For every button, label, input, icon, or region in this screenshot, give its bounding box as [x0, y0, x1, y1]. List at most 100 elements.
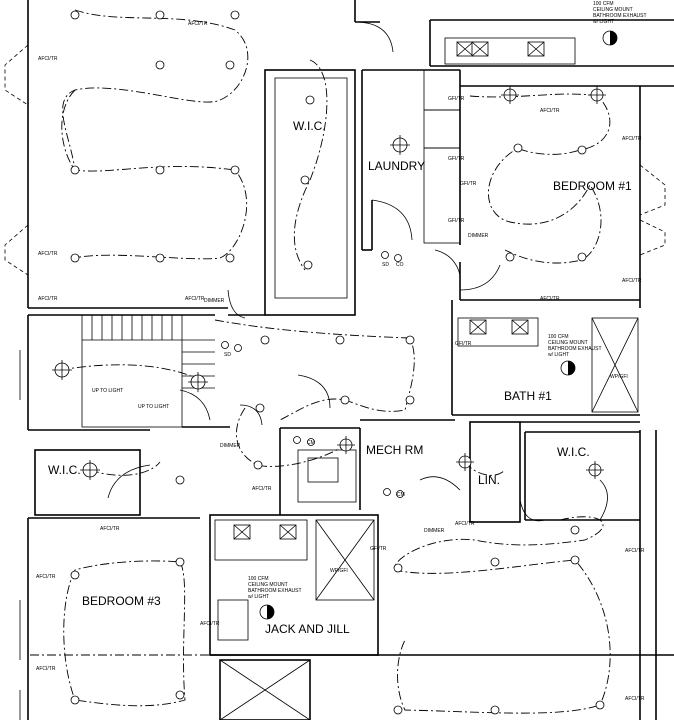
recessed-light	[230, 165, 240, 175]
annotations: AFCI/TR AFCI/TR AFCI/TR AFCI/TR AFCI/TR …	[36, 1, 647, 702]
ceiling-fixture	[188, 372, 208, 392]
recessed-light	[253, 460, 263, 470]
room-label-lin: LIN.	[478, 473, 500, 487]
room-label-laundry: LAUNDRY	[368, 159, 425, 173]
recessed-light	[513, 143, 523, 153]
dimmer-label: DIMMER	[424, 528, 445, 534]
afci-label: AFCI/TR	[36, 666, 56, 672]
room-label-bath1: BATH #1	[504, 389, 552, 403]
ceiling-fixture	[337, 436, 355, 454]
fan-note: CEILING MOUNT	[248, 582, 288, 588]
afci-label: AFCI/TR	[38, 296, 58, 302]
recessed-light	[577, 145, 587, 155]
gfi-label: GFI/TR	[448, 96, 465, 102]
recessed-light	[405, 335, 415, 345]
afci-label: AFCI/TR	[38, 56, 58, 62]
afci-label: AFCI/TR	[540, 108, 560, 114]
recessed-light	[175, 557, 185, 567]
room-label-wic-left: W.I.C.	[48, 463, 81, 477]
fan-note: 100 CFM	[548, 334, 569, 340]
light-fixtures	[52, 86, 606, 480]
recessed-light	[155, 253, 165, 263]
dimmer-label: DIMMER	[220, 443, 241, 449]
room-label-jack-and-jill: JACK AND JILL	[265, 622, 350, 636]
afci-label: AFCI/TR	[625, 548, 645, 554]
afci-label: AFCI/TR	[200, 621, 220, 627]
dimmer-label: DIMMER	[204, 298, 225, 304]
dimmer-label: DIMMER	[468, 233, 489, 239]
room-label-bedroom3: BEDROOM #3	[82, 594, 161, 608]
afci-label: AFCI/TR	[185, 296, 205, 302]
afci-label: AFCI/TR	[38, 251, 58, 257]
exhaust-fan	[560, 360, 576, 376]
recessed-light	[70, 253, 80, 263]
recessed-light	[70, 165, 80, 175]
afci-label: AFCI/TR	[100, 526, 120, 532]
up-to-light-label: UP TO LIGHT	[92, 388, 123, 394]
recessed-light	[225, 253, 235, 263]
recessed-light	[300, 175, 310, 185]
recessed-light	[175, 690, 185, 700]
vanity-light	[511, 319, 529, 335]
exhaust-fan	[259, 604, 275, 620]
ceiling-fixture	[588, 86, 606, 104]
recessed-light	[490, 705, 500, 715]
exhaust-fan	[602, 30, 618, 46]
vanity-light	[527, 41, 545, 57]
recessed-light	[577, 252, 587, 262]
gfi-label: GFI/TR	[448, 156, 465, 162]
fan-note: BATHROOM EXHAUST	[593, 13, 647, 19]
recessed-light	[595, 700, 605, 710]
room-label-mech: MECH RM	[366, 443, 423, 457]
windows	[4, 44, 666, 720]
recessed-light	[335, 335, 345, 345]
recessed-light	[70, 10, 80, 20]
wp-gfi-label: WP/GFI	[610, 374, 628, 380]
ceiling-fixture	[390, 135, 410, 155]
room-label-bedroom1: BEDROOM #1	[553, 179, 632, 193]
vanity-light	[471, 41, 489, 57]
afci-label: AFCI/TR	[455, 521, 475, 527]
fan-note: BATHROOM EXHAUST	[248, 588, 302, 594]
room-label-wic-top: W.I.C.	[293, 119, 326, 133]
afci-label: AFCI/TR	[188, 21, 208, 27]
afci-label: AFCI/TR	[36, 574, 56, 580]
detectors	[221, 251, 404, 498]
fan-note: w/ LIGHT	[593, 19, 614, 25]
circuit-runs	[30, 9, 640, 714]
fan-note: 100 CFM	[248, 576, 269, 582]
afci-label: AFCI/TR	[252, 486, 272, 492]
recessed-light	[340, 395, 350, 405]
afci-label: AFCI/TR	[622, 278, 642, 284]
recessed-light	[230, 10, 240, 20]
fan-note: 100 CFM	[593, 1, 614, 7]
up-to-light-label: UP TO LIGHT	[138, 404, 169, 410]
gfi-label: GFI/TR	[455, 341, 472, 347]
recessed-light	[393, 563, 403, 573]
fan-note: w/ LIGHT	[248, 594, 269, 600]
ceiling-fixture	[52, 360, 72, 380]
gfi-label: GFI/TR	[460, 181, 477, 187]
gfi-label: GFI/TR	[370, 546, 387, 552]
recessed-light	[570, 555, 580, 565]
afci-label: AFCI/TR	[540, 296, 560, 302]
smoke-detector-label: SD	[382, 262, 389, 268]
ceiling-fixture	[80, 460, 100, 480]
gfi-label: GFI/TR	[448, 218, 465, 224]
recessed-light	[260, 335, 270, 345]
vanity-light	[279, 524, 297, 540]
walls	[27, 0, 674, 720]
smoke-detector-label: SD	[224, 352, 231, 358]
co-detector-label: CO	[396, 262, 404, 268]
vanity-light	[456, 41, 474, 57]
wp-gfi-label: WP/GFI	[330, 568, 348, 574]
ceiling-fixture	[586, 461, 604, 479]
cm-label: CM	[397, 492, 405, 498]
recessed-light	[155, 10, 165, 20]
ceiling-fixture	[456, 453, 474, 471]
fan-note: BATHROOM EXHAUST	[548, 346, 602, 352]
recessed-light	[405, 395, 415, 405]
fan-note: CEILING MOUNT	[548, 340, 588, 346]
recessed-light	[570, 525, 580, 535]
